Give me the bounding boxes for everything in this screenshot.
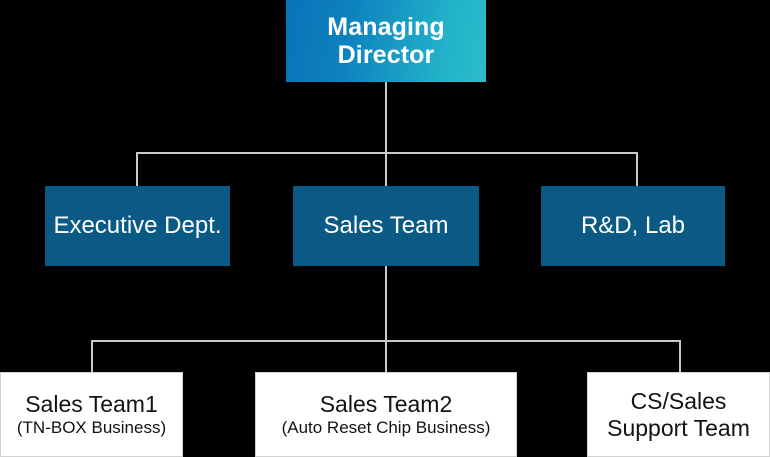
node-sales-team-2-line1: Sales Team2 bbox=[319, 390, 453, 417]
connector-md-stem bbox=[385, 82, 387, 154]
node-cs-sales-support-team[interactable]: CS/Sales Support Team bbox=[587, 372, 770, 457]
node-managing-director[interactable]: Managing Director bbox=[286, 0, 486, 82]
connector-sales-team-stem bbox=[385, 266, 387, 342]
node-managing-director-line2: Director bbox=[337, 41, 435, 69]
node-sales-team-1-line1: Sales Team1 bbox=[25, 390, 158, 417]
node-sales-team[interactable]: Sales Team bbox=[293, 186, 479, 266]
node-sales-team-label: Sales Team bbox=[323, 212, 449, 240]
node-executive-dept[interactable]: Executive Dept. bbox=[45, 186, 230, 266]
connector-drop-sales-team bbox=[385, 152, 387, 188]
node-sales-team-2[interactable]: Sales Team2 (Auto Reset Chip Business) bbox=[255, 372, 517, 457]
node-rnd-lab-label: R&D, Lab bbox=[580, 212, 686, 240]
node-cs-sales-support-team-line2: Support Team bbox=[607, 414, 750, 441]
connector-drop-executive-dept bbox=[136, 152, 138, 188]
node-managing-director-line1: Managing bbox=[327, 12, 445, 41]
node-sales-team-2-line2: (Auto Reset Chip Business) bbox=[281, 417, 491, 437]
node-sales-team-1[interactable]: Sales Team1 (TN-BOX Business) bbox=[0, 372, 183, 457]
connector-drop-sales-team-2 bbox=[385, 340, 387, 374]
node-sales-team-1-line2: (TN-BOX Business) bbox=[16, 417, 167, 437]
node-executive-dept-label: Executive Dept. bbox=[53, 212, 222, 240]
node-rnd-lab[interactable]: R&D, Lab bbox=[541, 186, 725, 266]
connector-level2-bus bbox=[136, 152, 638, 154]
node-cs-sales-support-team-line1: CS/Sales bbox=[630, 387, 727, 414]
connector-drop-cs-sales-support-team bbox=[679, 340, 681, 374]
connector-drop-rnd-lab bbox=[636, 152, 638, 188]
connector-drop-sales-team-1 bbox=[91, 340, 93, 374]
